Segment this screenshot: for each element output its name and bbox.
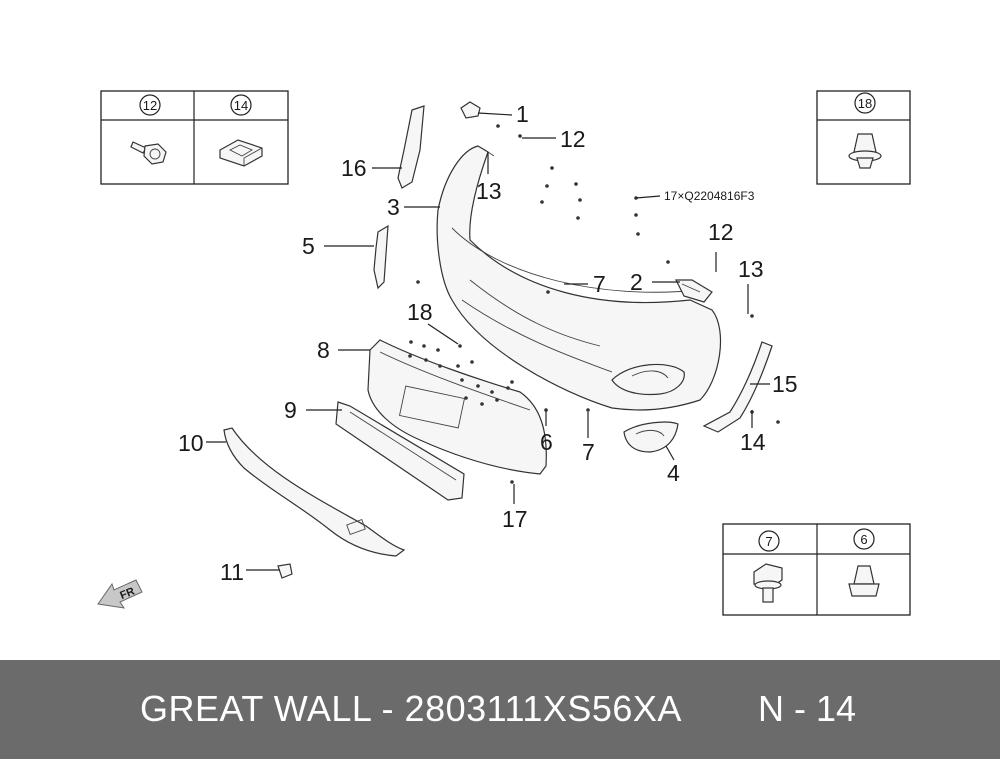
legend-label-14: 14 xyxy=(234,98,248,113)
fastener-note: 17×Q2204816F3 xyxy=(664,189,755,203)
parts-diagram: 12 14 18 7 6 xyxy=(97,90,911,616)
callout-2: 2 xyxy=(630,269,643,295)
tow-hook-cap xyxy=(277,563,293,579)
clip-nut-icon xyxy=(219,139,263,167)
left-side-bracket xyxy=(373,224,389,290)
callout-8: 8 xyxy=(317,337,330,363)
callout-12-right: 12 xyxy=(708,219,734,245)
scattered-fasteners xyxy=(408,124,780,484)
legend-box-fasteners-12-14: 12 14 xyxy=(100,90,289,185)
fog-lamp-cover xyxy=(623,421,679,453)
callout-14: 14 xyxy=(740,429,766,455)
callout-4: 4 xyxy=(667,460,680,486)
callout-7-top: 7 xyxy=(593,271,606,297)
callout-10: 10 xyxy=(178,430,204,456)
callout-15: 15 xyxy=(772,371,798,397)
callout-6: 6 xyxy=(540,429,553,455)
side-bracket xyxy=(397,105,425,189)
callout-7-bottom: 7 xyxy=(582,439,595,465)
page-number: N - 14 xyxy=(758,688,857,729)
legend-label-12: 12 xyxy=(143,98,157,113)
callout-16: 16 xyxy=(341,155,367,181)
lower-lip-trim xyxy=(223,427,406,557)
bumper-cover xyxy=(436,145,722,411)
screw-icon xyxy=(130,141,167,165)
callout-1: 1 xyxy=(516,101,529,127)
callout-17: 17 xyxy=(502,506,528,532)
callout-5: 5 xyxy=(302,233,315,259)
callout-12-top: 12 xyxy=(560,126,586,152)
callout-18: 18 xyxy=(407,299,433,325)
callout-3: 3 xyxy=(387,194,400,220)
direction-label: FR xyxy=(118,585,136,602)
bolt-icon xyxy=(753,563,783,603)
small-clip xyxy=(460,101,481,119)
legend-label-7: 7 xyxy=(765,534,772,549)
callout-13-top: 13 xyxy=(476,178,502,204)
legend-label-6: 6 xyxy=(860,532,867,547)
callout-11: 11 xyxy=(220,559,244,585)
footer-bar: GREAT WALL - 2803111XS56XA N - 14 xyxy=(0,660,1000,759)
callout-numbers: 1 12 16 13 3 5 12 13 7 2 18 8 15 9 6 7 1… xyxy=(178,101,798,585)
front-direction-arrow: FR xyxy=(97,579,143,609)
side-strip xyxy=(702,341,773,433)
legend-box-fastener-18: 18 xyxy=(816,90,911,185)
legend-box-fasteners-7-6: 7 6 xyxy=(722,523,911,616)
clip-icon xyxy=(848,565,880,597)
lower-grille xyxy=(367,339,547,475)
reinforcement-beam xyxy=(335,401,465,501)
legend-label-18: 18 xyxy=(858,96,872,111)
callout-9: 9 xyxy=(284,397,297,423)
push-clip-icon xyxy=(848,133,882,169)
callout-13-right: 13 xyxy=(738,256,764,282)
leader-lines xyxy=(206,112,770,571)
part-number-title: GREAT WALL - 2803111XS56XA xyxy=(140,688,682,729)
inner-bracket xyxy=(675,279,713,303)
